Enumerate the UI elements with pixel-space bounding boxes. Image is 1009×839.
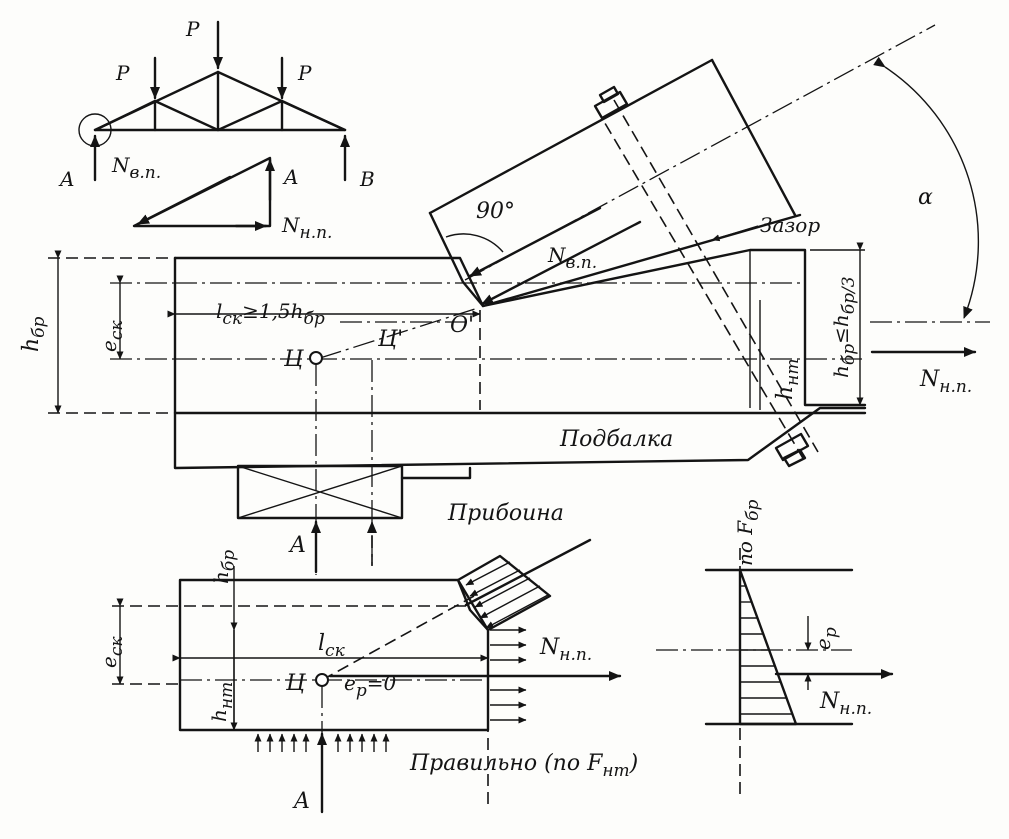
alpha-label: α xyxy=(918,185,933,210)
truss-web-diagonals xyxy=(93,99,347,132)
top-chord-bearing-face xyxy=(428,211,465,284)
pad-label: Прибоина xyxy=(447,501,564,526)
scheme-left-n-label: Nн.п. xyxy=(539,635,592,665)
bottom-chord-top-edge xyxy=(173,248,867,407)
scheme-left-support-stress xyxy=(254,733,390,752)
load-label-right: P xyxy=(297,61,312,85)
hbp-label: hбр xyxy=(19,316,49,352)
triangle-arrow-upper xyxy=(136,175,232,226)
top-chord-upper-edge xyxy=(428,58,714,215)
lower-force-label: Nн.п. xyxy=(919,367,972,397)
top-chord-notch xyxy=(461,280,485,308)
pad-extension xyxy=(400,466,472,480)
scheme-right-stress-diagram xyxy=(738,568,798,726)
scheme-right: по Fбр eр Nн.п. xyxy=(656,499,894,800)
load-label-left: P xyxy=(115,61,130,85)
joint-main: 90° Nв.п. Зазор α hбр eск lск≥1,5hбр Ц xyxy=(19,24,990,575)
scheme-left-inclined-hatch xyxy=(465,561,549,629)
right-hbp-label: hбр≤hбр/3 xyxy=(829,276,859,378)
c-prime-label: Ц' xyxy=(377,327,403,352)
joint-reaction-label: A xyxy=(288,533,306,558)
bolt-lower-nut xyxy=(782,448,807,468)
gap-leader xyxy=(711,225,759,242)
o-label: O' xyxy=(450,313,474,338)
c-to-o-line xyxy=(319,307,479,359)
right-angle-arc xyxy=(445,233,504,253)
pad-cross xyxy=(237,465,403,519)
scheme-left-inclined-force xyxy=(464,538,592,607)
eck-label: eск xyxy=(97,320,127,352)
scheme-right-n-label: Nн.п. xyxy=(819,689,872,719)
truss-scheme: P P P A B xyxy=(58,17,375,191)
truss-verticals xyxy=(153,70,284,132)
bolt-lower-washer xyxy=(774,432,810,462)
scheme-left-hbp-label: hбр xyxy=(209,550,239,584)
triangle-vertical-label: A xyxy=(282,165,298,189)
angle-90-label: 90° xyxy=(476,199,515,224)
scheme-left-centroid xyxy=(315,673,329,687)
scheme-left: hбр eск lск hнт Ц eр=0 xyxy=(97,538,638,814)
scheme-left-lck-label: lск xyxy=(318,631,346,661)
bolt-upper-nut xyxy=(598,85,620,104)
centroid-c xyxy=(309,351,323,365)
bolt-line-2 xyxy=(613,99,819,453)
upper-chord-force-arrow xyxy=(480,220,642,306)
bottom-chord-outline xyxy=(173,256,867,470)
centroid-c-label: Ц xyxy=(283,347,304,372)
scheme-left-horizontal-stress xyxy=(490,626,527,724)
scheme-left-caption: Правильно (по Fнт) xyxy=(409,751,638,781)
bolt-line-1 xyxy=(595,107,805,461)
upper-force-label: Nв.п. xyxy=(547,243,597,273)
scheme-left-centroid-label: Ц xyxy=(285,671,306,696)
force-triangle: Nв.п. A Nн.п. xyxy=(111,153,332,243)
lck-rule-label: lск≥1,5hбр xyxy=(216,299,325,329)
scheme-left-inclined-block xyxy=(456,554,552,632)
top-chord-lower-edge xyxy=(481,213,802,308)
scheme-left-force-line xyxy=(321,595,475,681)
triangle-upper-label: Nв.п. xyxy=(111,153,161,183)
support-label-b: B xyxy=(359,167,375,191)
scheme-left-eck-label: eск xyxy=(97,636,127,668)
scheme-right-top-label: по Fбр xyxy=(733,499,763,566)
load-label-center: P xyxy=(185,17,200,41)
triangle-lower-label: Nн.п. xyxy=(281,213,332,243)
scheme-right-ep-label: eр xyxy=(811,627,841,650)
subbeam-label: Подбалка xyxy=(559,427,673,452)
scheme-right-hatch xyxy=(740,585,792,715)
top-chord-upper-end xyxy=(710,58,797,217)
alpha-arc xyxy=(873,56,980,319)
support-label-a: A xyxy=(58,167,74,191)
gap-label: Зазор xyxy=(760,213,820,237)
hnt-label: hнт xyxy=(773,359,803,401)
compression-arrow xyxy=(468,206,602,278)
scheme-left-hnt-label: hнт xyxy=(207,682,237,722)
scheme-left-reaction-label: A xyxy=(292,789,310,814)
